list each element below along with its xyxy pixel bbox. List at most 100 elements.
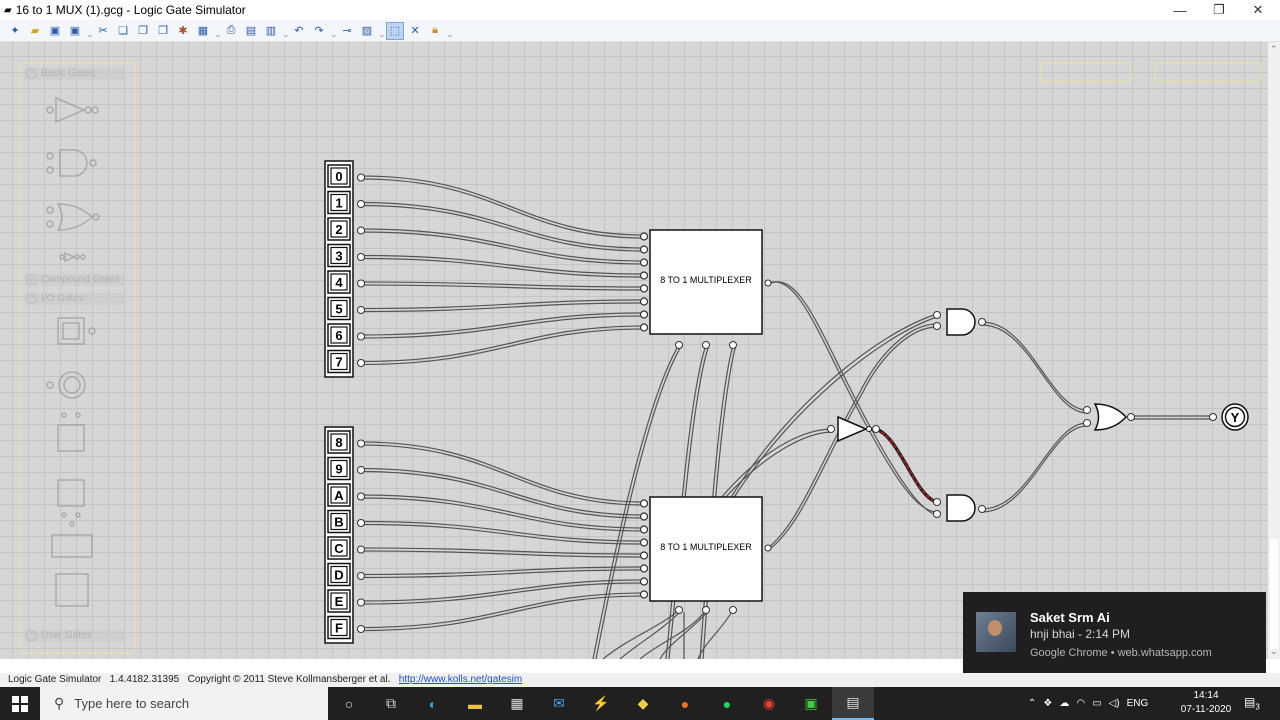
- output-lamp[interactable]: Y: [1209, 403, 1249, 431]
- input-wire: [360, 470, 645, 519]
- taskbar-search[interactable]: ⚲ Type here to search: [40, 687, 328, 720]
- winamp-icon[interactable]: ⚡: [592, 695, 610, 711]
- input-wire: [360, 592, 645, 629]
- minimize-button[interactable]: —: [1173, 2, 1187, 18]
- tray-chevron-icon[interactable]: ⌃: [1028, 698, 1037, 709]
- action-center-icon[interactable]: ▤3: [1244, 695, 1260, 712]
- basic-gates-icons: [46, 96, 100, 263]
- input-toggle-inner: [330, 352, 348, 371]
- select-mode-icon[interactable]: ⬚: [386, 21, 404, 40]
- notification-toast[interactable]: Saket Srm Ai hnji bhai - 2:14 PM Google …: [963, 592, 1266, 678]
- undo-icon[interactable]: ↶: [294, 25, 304, 37]
- onedrive-icon[interactable]: ☁: [1059, 698, 1070, 709]
- windows-start-icon[interactable]: [0, 687, 40, 720]
- mux-input-pin: [639, 499, 649, 508]
- input-wire: [360, 231, 645, 265]
- dropbox-icon[interactable]: ❖: [1043, 698, 1053, 709]
- chrome-icon[interactable]: ◉: [762, 695, 776, 711]
- input-label: 5: [335, 302, 342, 317]
- close-button[interactable]: ✕: [1252, 2, 1264, 17]
- and-gate-top[interactable]: [933, 308, 986, 336]
- status-link[interactable]: http://www.kolls.net/gatesim: [398, 674, 523, 685]
- python-icon[interactable]: ◆: [637, 695, 649, 711]
- truth-table-icon[interactable]: ▥: [265, 25, 277, 37]
- or-gate[interactable]: [1083, 403, 1135, 431]
- mux-input-pin: [639, 590, 649, 599]
- input-wire: [360, 523, 645, 545]
- redo-icon[interactable]: ↷: [314, 25, 324, 37]
- speed-slider[interactable]: [1040, 62, 1132, 82]
- mail-icon[interactable]: ✉: [553, 695, 565, 711]
- language-indicator[interactable]: ENG: [1126, 698, 1149, 709]
- volume-icon[interactable]: ◁): [1108, 698, 1120, 709]
- print-icon[interactable]: ⎙: [226, 24, 236, 36]
- cortana-icon[interactable]: ○: [344, 695, 354, 712]
- input-toggle-inner: [330, 433, 348, 451]
- mux-bottom[interactable]: 8 TO 1 MULTIPLEXER: [649, 496, 772, 614]
- save-as-icon[interactable]: ▣: [69, 25, 81, 37]
- save-icon[interactable]: ▣: [49, 25, 61, 37]
- and-gate-bottom[interactable]: [933, 494, 986, 522]
- wifi-icon[interactable]: ◠: [1076, 698, 1086, 709]
- toolbar-overflow-icon[interactable]: ⌄: [282, 28, 290, 39]
- input-label: B: [334, 515, 343, 530]
- edge-icon[interactable]: ◐: [428, 695, 438, 712]
- terminal-icon[interactable]: ▣: [804, 695, 818, 711]
- fuse-icon[interactable]: ✱: [178, 25, 188, 37]
- mux-top[interactable]: 8 TO 1 MULTIPLEXER: [649, 229, 772, 349]
- input-wire: [360, 467, 645, 516]
- zoom-slider[interactable]: [1154, 62, 1262, 82]
- paste-special-icon[interactable]: ❐: [158, 25, 168, 37]
- paste-icon[interactable]: ❐: [138, 25, 148, 37]
- spotify-icon[interactable]: ●: [722, 695, 732, 712]
- lock-icon[interactable]: 🔒︎: [432, 24, 438, 36]
- logic-gate-sim-taskbar-icon[interactable]: ▤: [832, 687, 874, 720]
- clock[interactable]: 14:14 07-11-2020: [1178, 689, 1234, 717]
- vertical-scrollbar[interactable]: ⌃ ⌄: [1268, 42, 1280, 659]
- image-icon[interactable]: ▦: [197, 25, 209, 37]
- scrollbar-thumb[interactable]: [1270, 539, 1278, 649]
- analyze-icon[interactable]: ⊸: [342, 25, 352, 37]
- scroll-down-icon[interactable]: ⌄: [1270, 646, 1278, 656]
- input-output-pin: [357, 253, 365, 261]
- toolbar-overflow-icon[interactable]: ⌄: [86, 28, 94, 39]
- wire-mode-icon[interactable]: ✕: [410, 25, 420, 37]
- new-icon[interactable]: ✦: [10, 25, 20, 37]
- copy-icon[interactable]: ❏: [118, 25, 128, 37]
- task-view-icon[interactable]: ⧉: [386, 695, 396, 711]
- input-wire: [360, 201, 645, 249]
- maximize-button[interactable]: ❐: [1213, 2, 1225, 17]
- input-wire: [360, 178, 645, 239]
- toolbar-overflow-icon[interactable]: ⌄: [330, 28, 338, 39]
- scroll-up-icon[interactable]: ⌃: [1270, 44, 1278, 54]
- mux-top-label: 8 TO 1 MULTIPLEXER: [660, 275, 752, 285]
- circuits-icon[interactable]: ▨: [361, 25, 373, 37]
- not-gate[interactable]: [827, 415, 880, 443]
- toolbar-overflow-icon[interactable]: ⌄: [214, 28, 222, 39]
- input-output-pin: [357, 200, 365, 208]
- palette-section-basic[interactable]: ^Basic Gates: [26, 68, 95, 79]
- file-explorer-icon[interactable]: ▬: [468, 695, 482, 712]
- palette-section-io[interactable]: ^I/O Gates: [26, 293, 84, 304]
- input-output-pin: [357, 306, 365, 314]
- input-wire: [360, 325, 645, 363]
- palette-section-label: Basic Gates: [41, 68, 95, 79]
- window-title: ▰ 16 to 1 MUX (1).gcg - Logic Gate Simul…: [4, 3, 246, 17]
- input-label: 4: [335, 275, 343, 290]
- cut-icon[interactable]: ✂: [98, 25, 108, 37]
- firefox-icon[interactable]: ●: [680, 695, 690, 712]
- input-label: F: [335, 621, 343, 636]
- input-toggle-inner: [330, 220, 348, 238]
- battery-icon[interactable]: ▭: [1092, 698, 1102, 709]
- store-icon[interactable]: ▦: [510, 695, 524, 711]
- toolbar-overflow-icon[interactable]: ⌄: [446, 28, 454, 39]
- palette-section-user[interactable]: ^User Gates: [26, 630, 92, 641]
- export-icon[interactable]: ▤: [245, 25, 257, 37]
- open-icon[interactable]: ▰: [30, 25, 40, 37]
- toolbar-overflow-icon[interactable]: ⌄: [378, 28, 386, 39]
